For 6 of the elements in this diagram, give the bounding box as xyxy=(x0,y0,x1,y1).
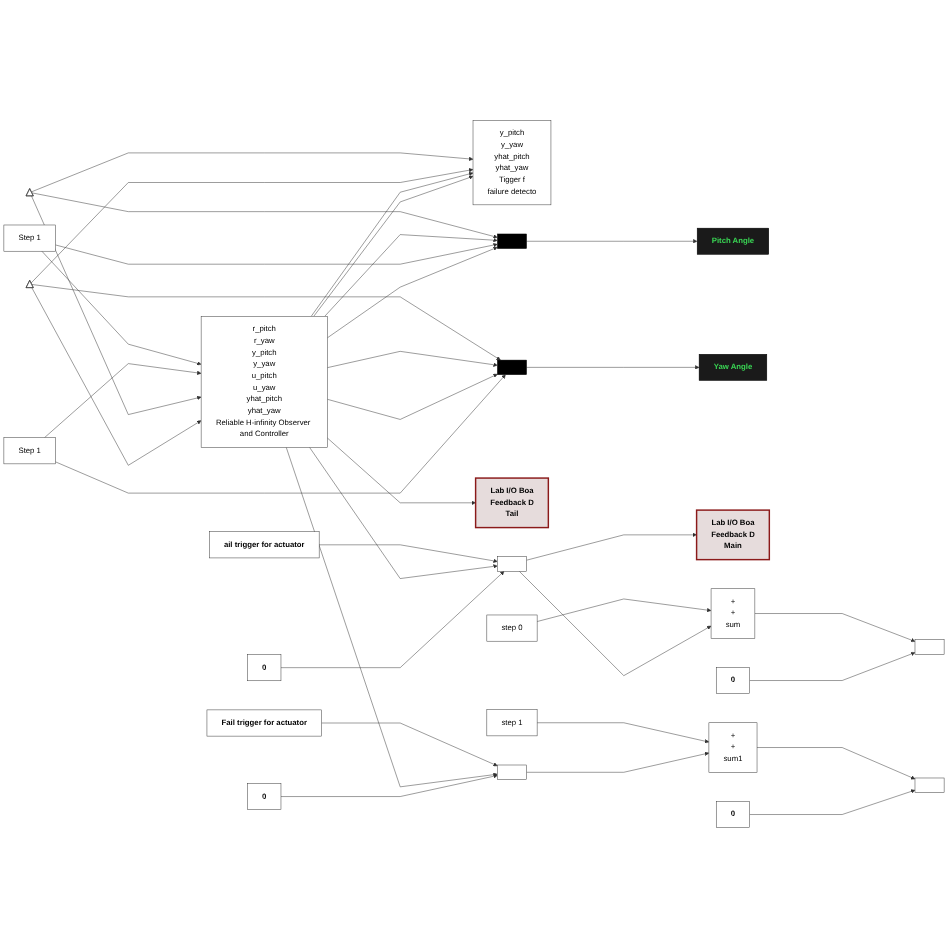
node-bar xyxy=(497,233,527,249)
node-box xyxy=(497,764,527,780)
node-box xyxy=(497,556,527,572)
node-box xyxy=(914,777,945,793)
node-bar xyxy=(497,359,527,375)
node-box xyxy=(914,639,945,655)
